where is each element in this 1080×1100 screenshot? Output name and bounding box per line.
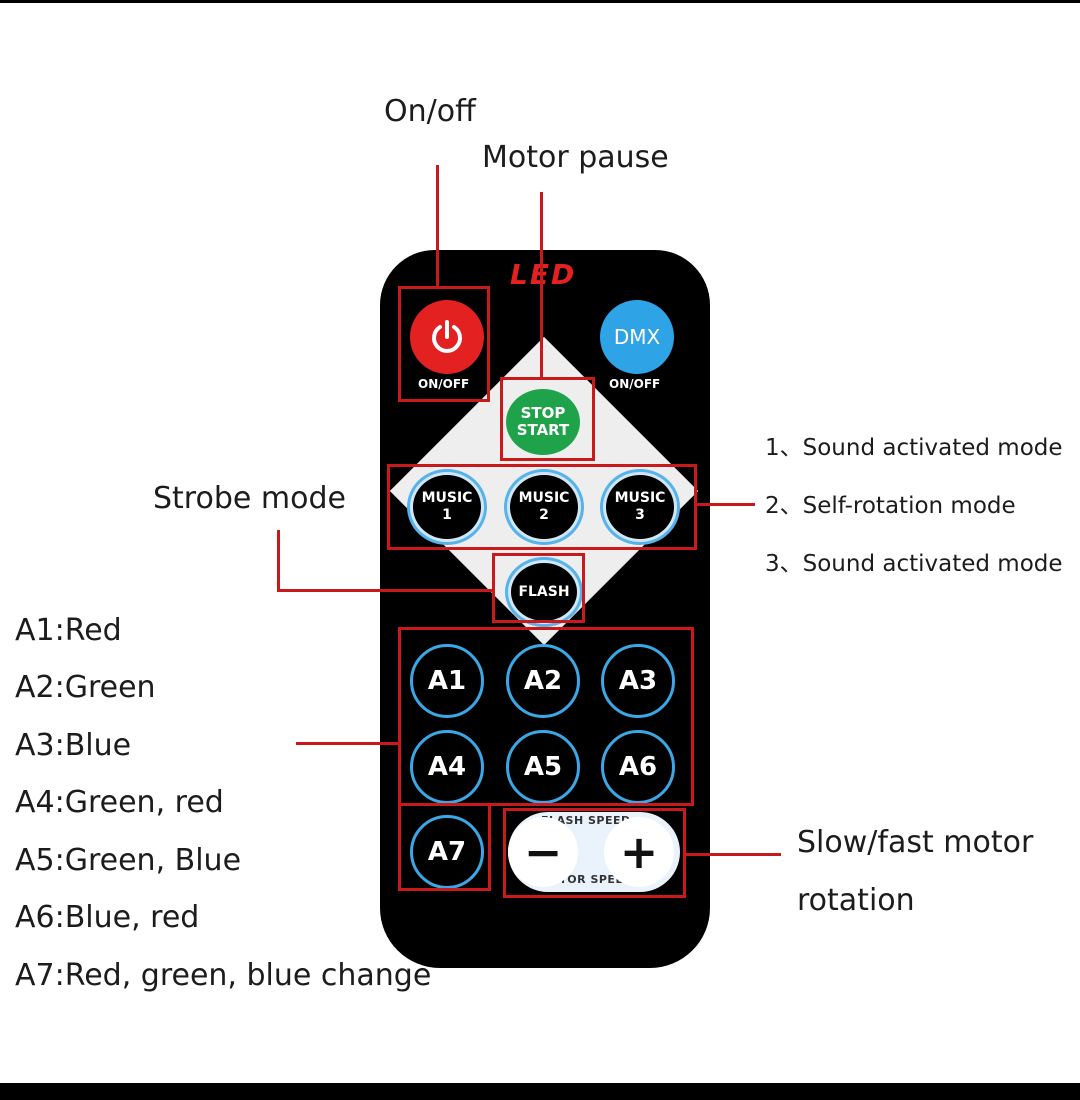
label-motor-pause: Motor pause xyxy=(482,140,669,175)
a1-label: A1 xyxy=(427,666,467,696)
legend-a4: A4:Green, red xyxy=(15,785,224,820)
music-3-button[interactable]: MUSIC 3 xyxy=(603,472,677,542)
music-3-label: MUSIC xyxy=(614,490,666,506)
highlight-color-buttons-top xyxy=(398,627,694,806)
leader-on-off xyxy=(436,165,439,287)
highlight-power xyxy=(398,286,490,402)
a3-button[interactable]: A3 xyxy=(601,644,675,718)
dmx-button[interactable]: DMX xyxy=(600,300,674,374)
music-1-number: 1 xyxy=(442,507,452,523)
a5-label: A5 xyxy=(523,752,563,782)
minus-icon: − xyxy=(523,825,563,879)
leader-music xyxy=(697,503,755,506)
bottom-border xyxy=(0,1083,1080,1100)
a6-label: A6 xyxy=(618,752,658,782)
top-border xyxy=(0,0,1080,3)
a5-button[interactable]: A5 xyxy=(506,730,580,804)
a4-button[interactable]: A4 xyxy=(410,730,484,804)
legend-a1: A1:Red xyxy=(15,613,122,648)
a3-label: A3 xyxy=(618,666,658,696)
legend-a2: A2:Green xyxy=(15,670,156,705)
label-slow-fast-1: Slow/fast motor xyxy=(797,825,1034,860)
stop-start-button[interactable]: STOP START xyxy=(506,389,580,455)
music-2-number: 2 xyxy=(539,507,549,523)
music-3-number: 3 xyxy=(635,507,645,523)
speed-minus-button[interactable]: − xyxy=(508,817,578,887)
leader-colors xyxy=(296,742,399,745)
music-1-button[interactable]: MUSIC 1 xyxy=(410,472,484,542)
brand-text: LED xyxy=(510,258,577,291)
label-on-off: On/off xyxy=(384,94,476,129)
music-mode-3: 3、Sound activated mode xyxy=(765,551,1063,577)
power-button[interactable] xyxy=(410,300,484,374)
highlight-music xyxy=(387,464,697,550)
brand-logo: LED xyxy=(510,258,576,291)
a6-button[interactable]: A6 xyxy=(601,730,675,804)
highlight-speed xyxy=(503,808,686,898)
power-caption: ON/OFF xyxy=(418,377,470,391)
a4-label: A4 xyxy=(427,752,467,782)
legend-a3: A3:Blue xyxy=(15,728,132,763)
a2-label: A2 xyxy=(523,666,563,696)
speed-plus-button[interactable]: + xyxy=(604,817,674,887)
a7-label: A7 xyxy=(427,837,467,867)
music-2-button[interactable]: MUSIC 2 xyxy=(507,472,581,542)
power-icon xyxy=(432,320,462,353)
leader-speed xyxy=(686,853,781,856)
dmx-caption: ON/OFF xyxy=(609,377,661,391)
highlight-color-buttons-a7 xyxy=(398,803,491,891)
label-slow-fast-2: rotation xyxy=(797,883,915,918)
stop-label: STOP xyxy=(520,404,566,422)
highlight-flash xyxy=(492,553,585,623)
a1-button[interactable]: A1 xyxy=(410,644,484,718)
leader-strobe-horizontal xyxy=(277,589,493,592)
legend-a5: A5:Green, Blue xyxy=(15,843,242,878)
a7-button[interactable]: A7 xyxy=(410,815,484,889)
a2-button[interactable]: A2 xyxy=(506,644,580,718)
leader-motor-pause xyxy=(540,192,543,378)
legend-a6: A6:Blue, red xyxy=(15,900,200,935)
plus-icon: + xyxy=(619,825,659,879)
dmx-label: DMX xyxy=(613,325,661,349)
flash-label: FLASH xyxy=(518,583,570,600)
music-mode-2: 2、Self-rotation mode xyxy=(765,493,1016,519)
label-strobe-mode: Strobe mode xyxy=(153,481,346,516)
highlight-stop-start xyxy=(500,377,595,461)
leader-strobe-vertical xyxy=(277,530,280,592)
music-2-label: MUSIC xyxy=(518,490,570,506)
legend-a7: A7:Red, green, blue change xyxy=(15,958,432,993)
music-1-label: MUSIC xyxy=(421,490,473,506)
music-mode-1: 1、Sound activated mode xyxy=(765,435,1063,461)
start-label: START xyxy=(516,421,570,439)
